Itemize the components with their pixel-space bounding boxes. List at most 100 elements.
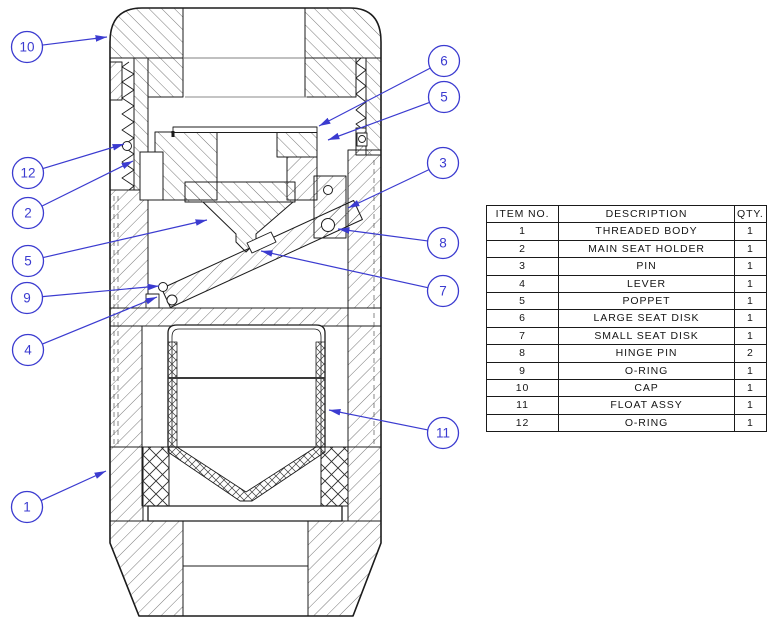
balloon-11: 11 [328, 409, 460, 450]
balloon-number: 1 [23, 500, 31, 515]
table-cell: 12 [486, 413, 559, 433]
table-cell: 1 [734, 309, 767, 328]
poppet [184, 181, 296, 253]
table-cell: O-RING [558, 413, 735, 433]
balloon-circle [10, 30, 44, 64]
balloon-5: 5 [11, 219, 208, 278]
table-cell: 7 [486, 326, 559, 346]
section-geometry [109, 7, 382, 617]
table-cell: 1 [734, 413, 767, 433]
table-cell: 6 [486, 309, 559, 328]
balloon-circle [426, 226, 460, 260]
balloon-circle [426, 416, 460, 450]
thread-relief-lines [113, 160, 375, 445]
left-thread [121, 61, 135, 191]
float-assembly [141, 324, 349, 522]
table-cell: THREADED BODY [558, 222, 735, 241]
leader-line [40, 470, 107, 502]
table-cell: HINGE PIN [558, 344, 735, 363]
table-cell: 1 [734, 326, 767, 346]
table-cell: 1 [734, 396, 767, 415]
balloon-layer: 10 12 2 5 94 1 6 5 3 87 11 [10, 30, 461, 524]
threaded-body-walls [109, 61, 382, 617]
table-cell: FLOAT ASSY [558, 396, 735, 415]
table-cell: 4 [486, 274, 559, 294]
table-cell: 5 [486, 292, 559, 311]
table-cell: PIN [558, 257, 735, 276]
balloon-10: 10 [10, 30, 108, 64]
balloon-7: 7 [260, 250, 460, 308]
balloon-circle [426, 274, 460, 308]
balloon-circle [10, 490, 44, 524]
leader-line [42, 35, 108, 46]
balloon-number: 8 [439, 236, 447, 251]
float-base-plate [147, 505, 343, 522]
balloon-circle [11, 333, 45, 367]
balloon-number: 3 [439, 156, 447, 171]
balloon-5: 5 [327, 80, 461, 141]
balloon-number: 9 [23, 291, 31, 306]
leader-line [347, 169, 430, 209]
balloon-number: 6 [440, 54, 448, 69]
balloon-6: 6 [318, 44, 461, 127]
balloon-circle [10, 281, 44, 315]
leader-line [260, 250, 428, 289]
table-cell: 2 [486, 239, 559, 259]
table-cell: 1 [486, 222, 559, 241]
table-cell: 1 [734, 379, 767, 398]
table-cell: MAIN SEAT HOLDER [558, 239, 735, 259]
lever-pivot [166, 294, 178, 306]
balloon-4: 4 [11, 296, 158, 367]
balloon-number: 11 [436, 426, 450, 441]
balloon-circle [11, 196, 45, 230]
leader-line [42, 143, 125, 170]
small-seat-disk [246, 231, 277, 254]
table-cell: LEVER [558, 274, 735, 294]
balloon-number: 2 [24, 206, 32, 221]
balloon-number: 5 [24, 254, 32, 269]
float-retainer-right [320, 446, 349, 507]
table-cell: LARGE SEAT DISK [558, 309, 735, 328]
balloon-circle [11, 156, 45, 190]
table-cell: 1 [734, 274, 767, 294]
o-ring-right [358, 135, 366, 143]
table-cell: 1 [734, 292, 767, 311]
table-cell: 3 [486, 257, 559, 276]
table-cell: 1 [734, 257, 767, 276]
balloon-12: 12 [11, 143, 125, 190]
leader-line [337, 227, 428, 242]
hinge-pin-upper [323, 185, 333, 195]
table-cell: 1 [734, 239, 767, 259]
leader-line [327, 101, 430, 141]
leader-line [42, 283, 160, 298]
table-cell: 8 [486, 344, 559, 363]
table-cell: 1 [734, 361, 767, 381]
balloon-2: 2 [11, 160, 134, 230]
leader-line [318, 67, 431, 127]
table-cell: SMALL SEAT DISK [558, 326, 735, 346]
balloon-9: 9 [10, 281, 160, 315]
table-cell: 9 [486, 361, 559, 381]
table-cell: 10 [486, 379, 559, 398]
hinge-pin-lower [321, 218, 335, 232]
leader-line [41, 160, 134, 207]
float-retainer-left [141, 446, 170, 507]
large-seat-disk [171, 126, 318, 137]
right-thread [355, 57, 367, 129]
leader-line [328, 409, 428, 431]
leader-line [42, 296, 158, 345]
